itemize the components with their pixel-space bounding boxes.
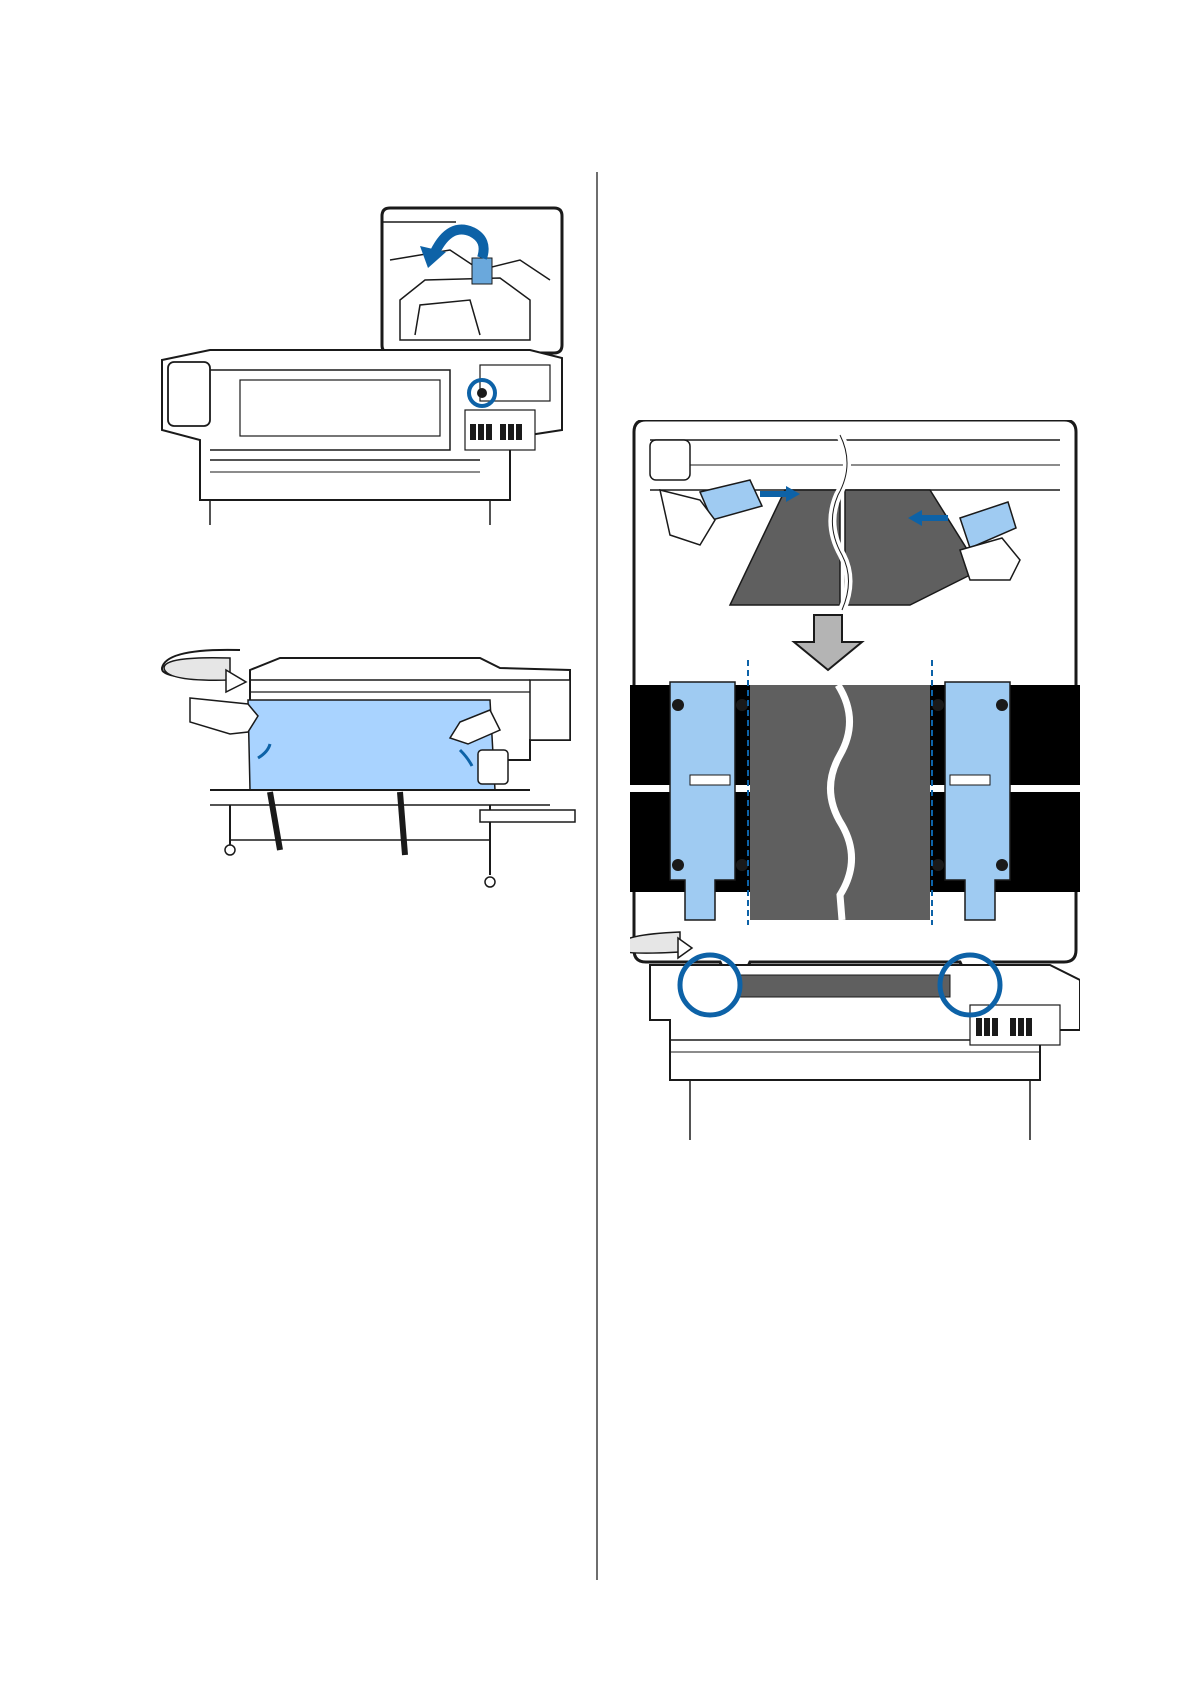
illustration-lever-callout <box>150 200 570 530</box>
illustration-media-edge-plates <box>630 420 1080 1140</box>
lever-lower-callout-icon <box>150 200 570 530</box>
media-loading-icon <box>150 640 580 900</box>
illustration-media-loading <box>150 640 580 900</box>
media-edge-plates-icon <box>630 420 1080 1140</box>
column-divider <box>596 172 598 1580</box>
